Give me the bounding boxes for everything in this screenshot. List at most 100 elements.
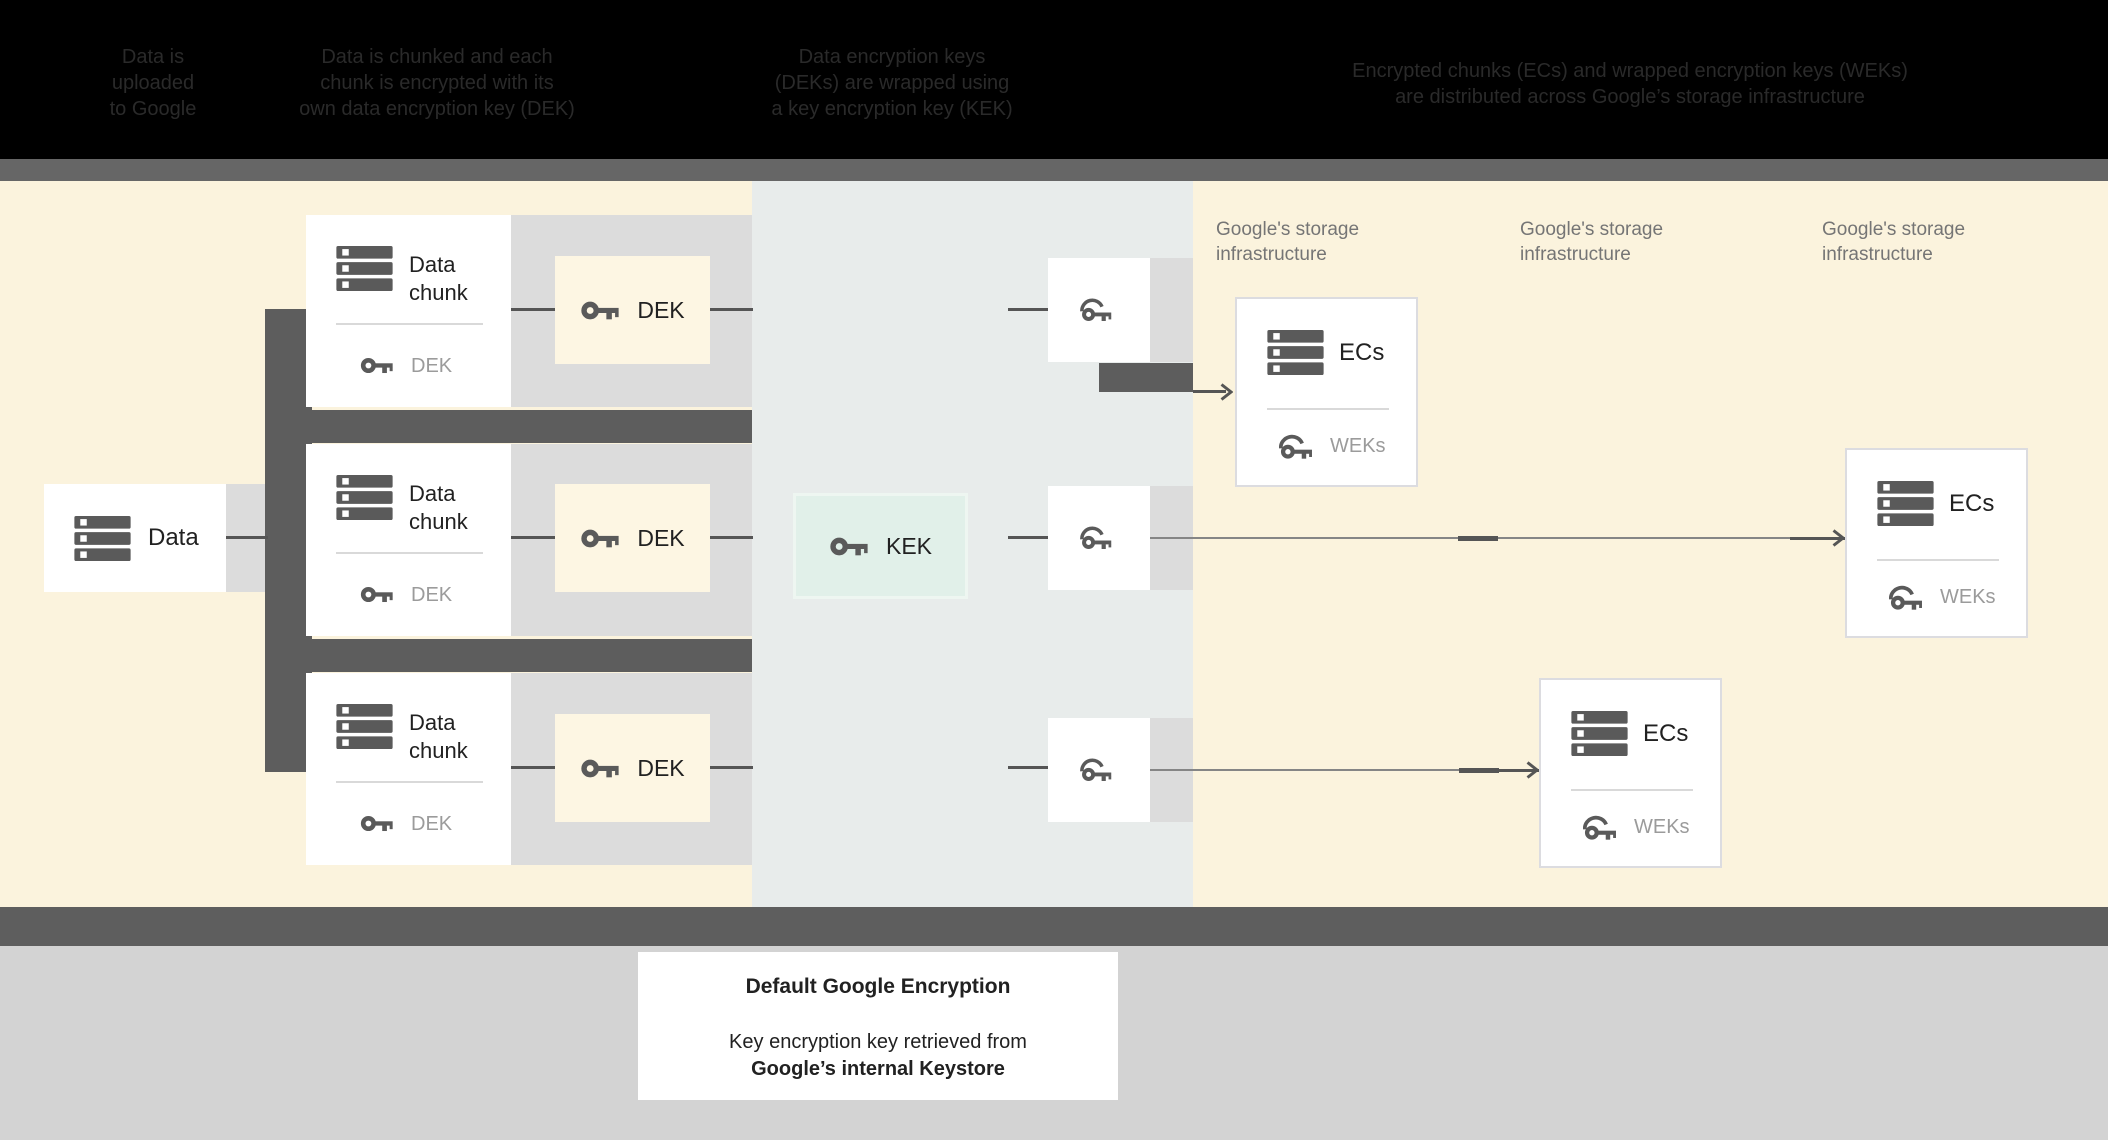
storage-label-line: infrastructure <box>1216 244 1327 265</box>
data-chunk-card-1: Data chunk DEK <box>306 215 511 407</box>
divider <box>336 552 483 554</box>
storage-label-line: infrastructure <box>1520 244 1631 265</box>
caption-title: Default Google Encryption <box>745 975 1011 998</box>
dek-chip-label: DEK <box>411 813 453 835</box>
wrapped-key-icon <box>1080 297 1119 323</box>
step-line: to Google <box>109 98 197 120</box>
wrapped-key-icon <box>1279 433 1320 461</box>
wrapped-key-box-1 <box>1048 258 1150 362</box>
step-caption-4: Encrypted chunks (ECs) and wrapped encry… <box>1310 58 1950 110</box>
key-icon <box>580 755 624 782</box>
step-line: a key encryption key (KEK) <box>771 98 1013 120</box>
dek-chip-label: DEK <box>411 355 453 377</box>
step-line: are distributed across Google’s storage … <box>1395 86 1865 108</box>
connector-line <box>1008 308 1050 311</box>
connector-line <box>509 766 557 769</box>
data-box: Data <box>44 484 226 592</box>
divider <box>1877 559 1999 561</box>
divider <box>336 323 483 325</box>
step-line: uploaded <box>111 72 195 94</box>
ecs-label: ECs <box>1949 490 1995 517</box>
weks-label: WEKs <box>1634 816 1690 838</box>
header-band: Data is uploaded to Google Data is chunk… <box>0 0 2108 159</box>
connector-line <box>1008 536 1050 539</box>
header-divider-band <box>0 159 2108 181</box>
key-icon <box>360 583 397 606</box>
wrapped-key-box-3 <box>1048 718 1150 822</box>
connector-line <box>710 308 753 311</box>
storage-label-line: infrastructure <box>1822 244 1933 265</box>
step-caption-2: Data is chunked and each chunk is encryp… <box>287 44 587 122</box>
dek-label: DEK <box>637 524 685 551</box>
caption-body: Key encryption key retrieved from Google… <box>638 1029 1118 1083</box>
connector-line <box>710 766 753 769</box>
data-chunk-label: Data chunk <box>409 252 468 305</box>
arrow-dark-segment <box>1459 767 1499 773</box>
connector-line <box>509 308 557 311</box>
kek-box: KEK <box>793 493 968 599</box>
storage-label-line: Google's storage <box>1520 219 1664 240</box>
connector-line <box>226 536 268 539</box>
divider <box>1571 789 1693 791</box>
server-icon <box>1571 711 1628 756</box>
divider <box>1267 408 1389 410</box>
caption-body-line: Key encryption key retrieved from <box>729 1031 1027 1053</box>
step-caption-1: Data is uploaded to Google <box>33 44 273 122</box>
step-line: Data encryption keys <box>798 46 986 68</box>
diagram-area: Google's storage infrastructure Google's… <box>0 181 2108 907</box>
kek-label: KEK <box>885 532 933 559</box>
storage-infrastructure-label-2: Google's storage infrastructure <box>1520 217 1663 267</box>
footer-divider-band <box>0 907 2108 946</box>
server-icon <box>74 516 131 561</box>
step-line: (DEKs) are wrapped using <box>774 72 1010 94</box>
storage-label-line: Google's storage <box>1822 219 1966 240</box>
dek-label: DEK <box>637 296 685 323</box>
wrapped-key-icon <box>1583 814 1624 842</box>
key-icon <box>360 812 397 835</box>
chunk-split-trunk <box>265 309 312 772</box>
caption-box: Default Google Encryption Key encryption… <box>638 952 1118 1100</box>
weks-label: WEKs <box>1330 435 1386 457</box>
ecs-card-2: ECs WEKs <box>1845 448 2028 638</box>
storage-infrastructure-label-3: Google's storage infrastructure <box>1822 217 1965 267</box>
dek-label: DEK <box>637 754 685 781</box>
server-icon <box>1877 481 1934 526</box>
server-icon <box>336 704 393 749</box>
step-line: Encrypted chunks (ECs) and wrapped encry… <box>1352 60 1908 82</box>
server-icon <box>1267 330 1324 375</box>
data-chunk-card-2: Data chunk DEK <box>306 444 511 636</box>
weks-label: WEKs <box>1940 586 1996 608</box>
storage-infrastructure-label-1: Google's storage infrastructure <box>1216 217 1359 267</box>
arrowhead-icon <box>1525 760 1539 780</box>
wrapped-key-box-2 <box>1048 486 1150 590</box>
step-line: Data is <box>121 46 185 68</box>
wrapped-key-icon <box>1080 525 1119 551</box>
data-chunk-label: Data chunk <box>409 481 468 534</box>
step-line: chunk is encrypted with its <box>320 72 554 94</box>
step-caption-3: Data encryption keys (DEKs) are wrapped … <box>742 44 1042 122</box>
caption-body-line: Google’s internal Keystore <box>751 1058 1005 1080</box>
server-icon <box>336 246 393 291</box>
ecs-card-1: ECs WEKs <box>1235 297 1418 487</box>
data-chunk-label: Data chunk <box>409 710 468 763</box>
dek-box-2: DEK <box>555 484 710 592</box>
key-icon <box>580 525 624 552</box>
step-line: own data encryption key (DEK) <box>299 98 575 120</box>
connector-line <box>1008 766 1050 769</box>
dek-box-1: DEK <box>555 256 710 364</box>
arrow-dark-segment <box>1790 536 1845 540</box>
connector-band <box>1150 258 1193 362</box>
data-label: Data <box>148 524 199 551</box>
server-icon <box>336 475 393 520</box>
wrapped-key-icon <box>1080 757 1119 783</box>
chunk-split-bar-1 <box>265 410 752 443</box>
arrow-to-ecs-1 <box>1193 390 1226 393</box>
storage-label-line: Google's storage <box>1216 219 1360 240</box>
connector-line <box>710 536 753 539</box>
key-icon <box>360 354 397 377</box>
ecs-label: ECs <box>1643 720 1689 747</box>
wrapped-key-flow-bar <box>1099 363 1193 392</box>
arrow-to-ecs-3 <box>1150 769 1539 771</box>
arrowhead-icon <box>1219 382 1233 402</box>
